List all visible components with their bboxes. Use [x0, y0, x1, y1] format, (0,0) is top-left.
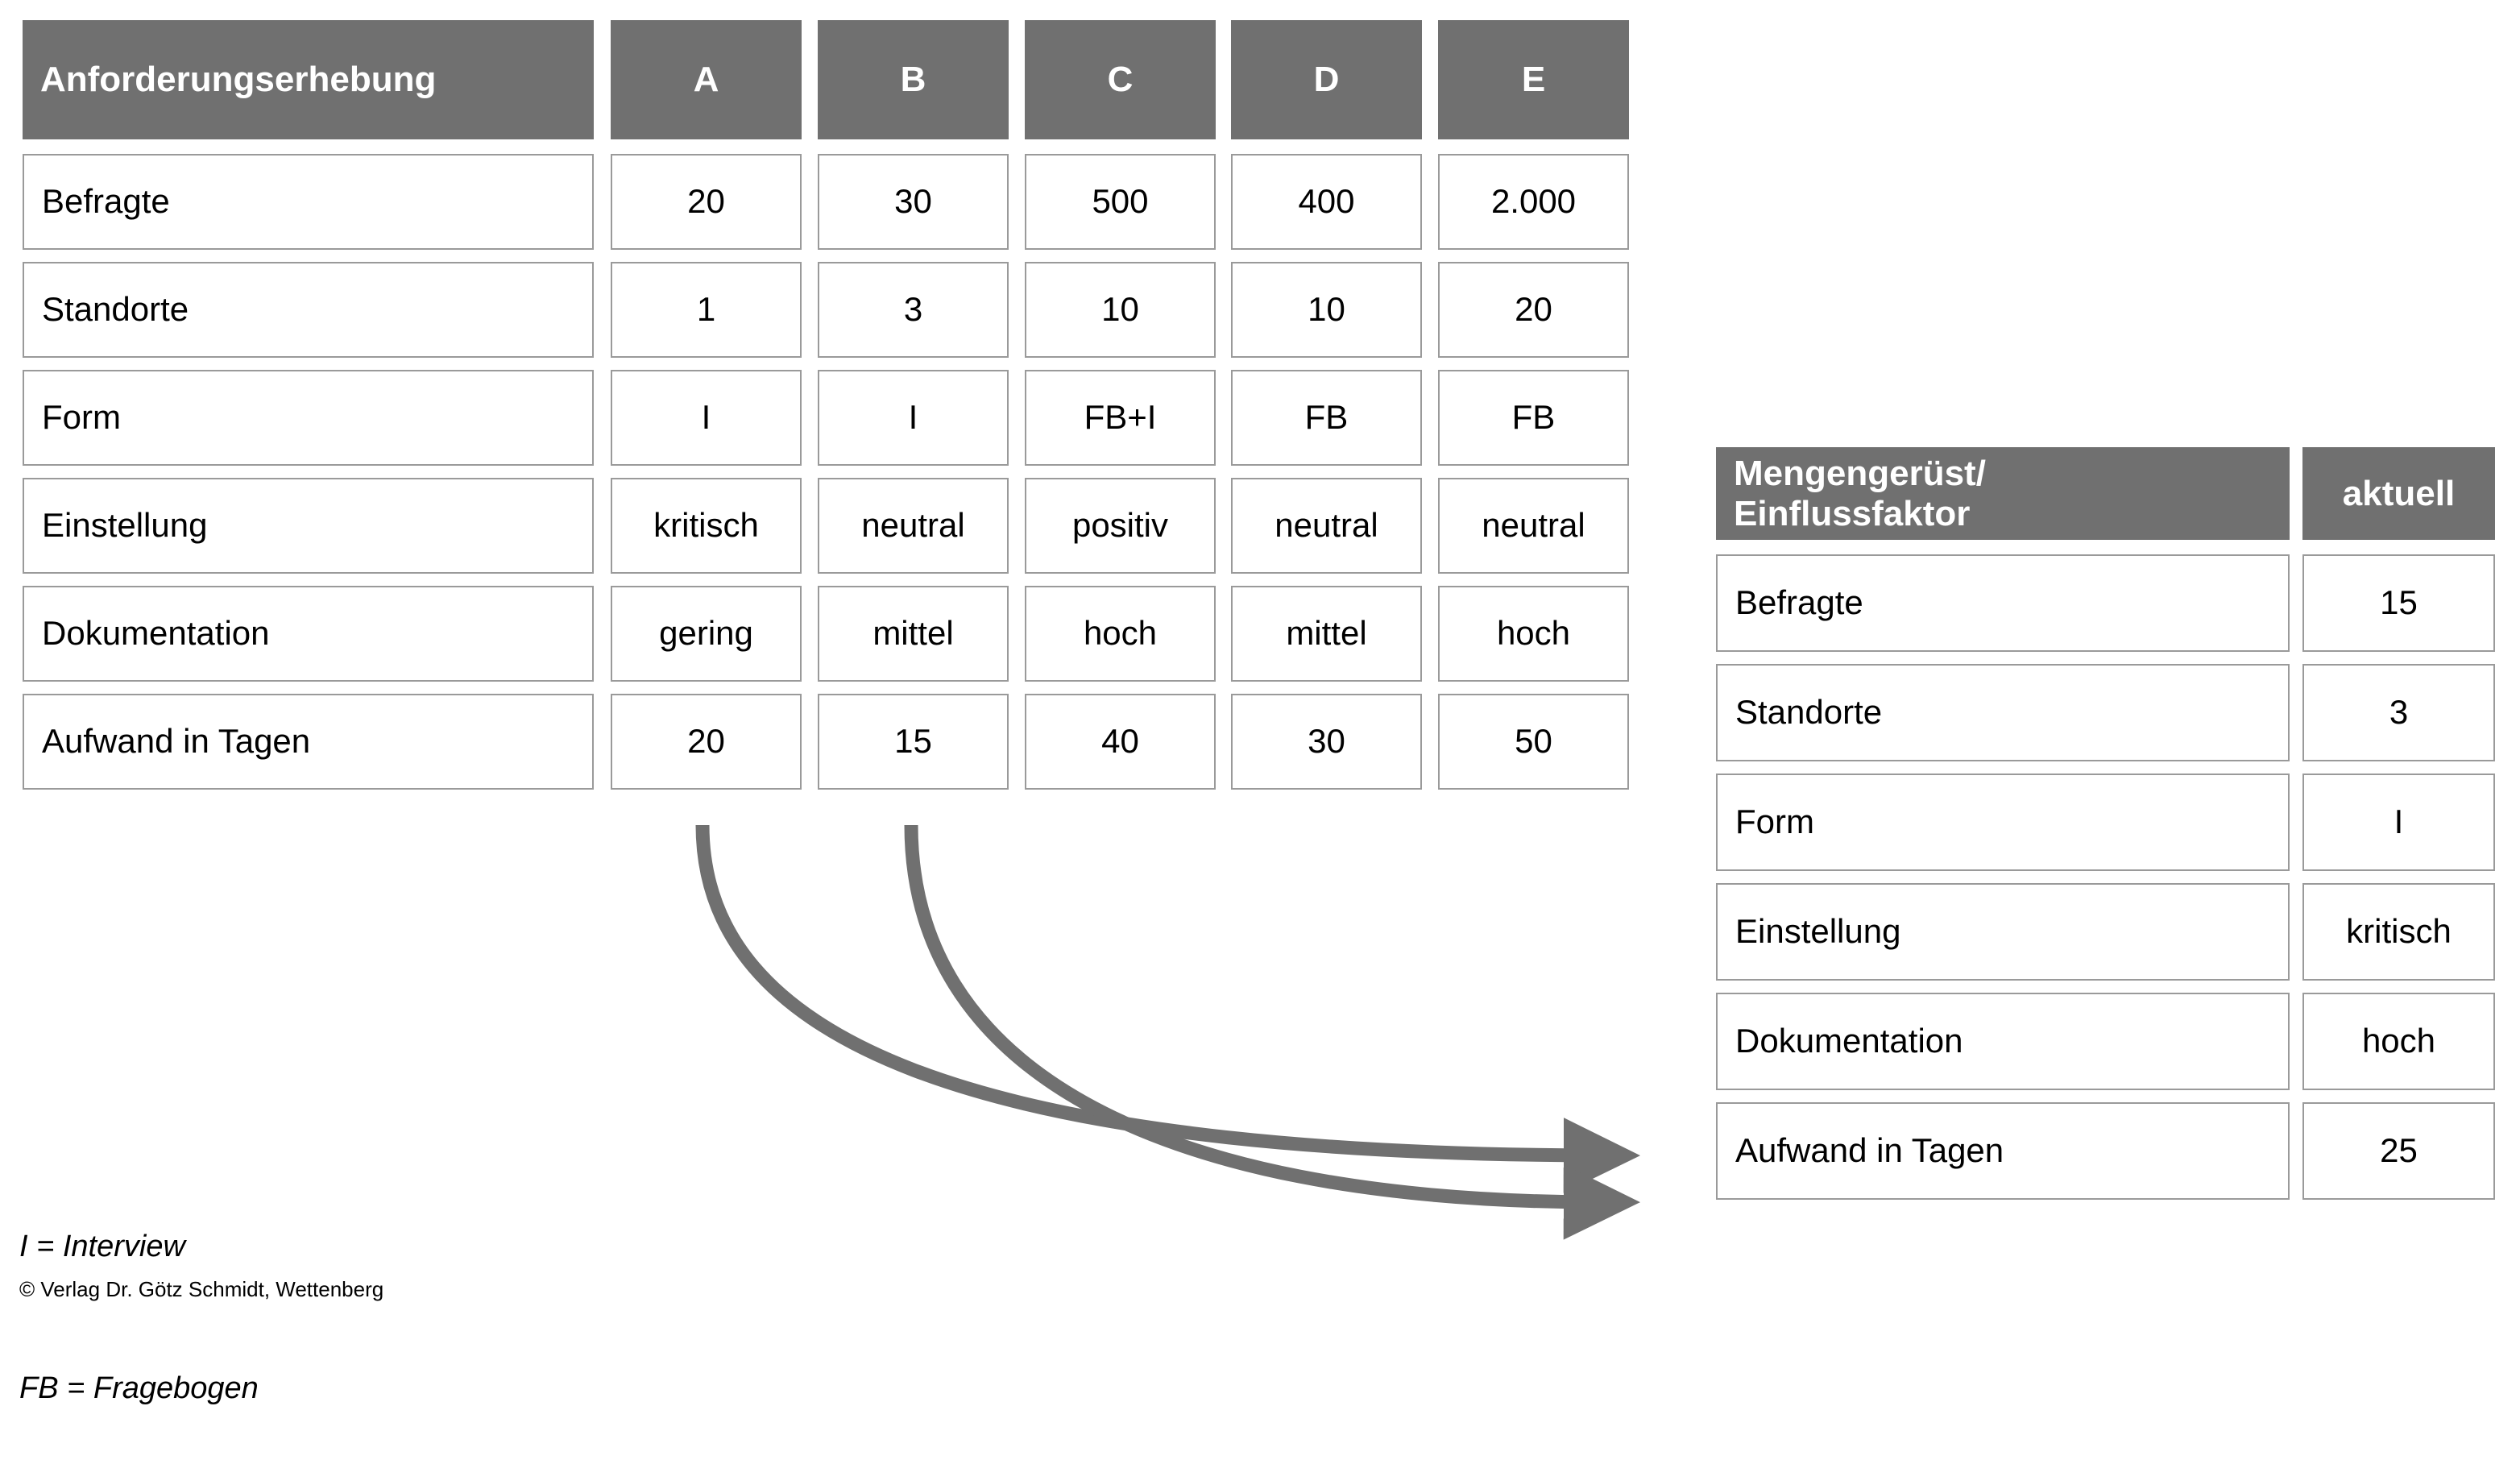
left-table-row-label: Form	[23, 370, 594, 466]
right-table-row-label: Dokumentation	[1716, 993, 2290, 1090]
right-table-cell: I	[2302, 774, 2495, 871]
left-table-cell: I	[611, 370, 802, 466]
left-table-cell: mittel	[1231, 586, 1422, 682]
left-table-row-label: Standorte	[23, 262, 594, 358]
right-table-header-value-column: aktuell	[2302, 447, 2495, 540]
left-table-cell: 10	[1231, 262, 1422, 358]
right-table-header-line-1: Mengengerüst/	[1734, 454, 1986, 494]
left-table-cell: neutral	[1231, 478, 1422, 574]
right-table-row-label: Einstellung	[1716, 883, 2290, 981]
left-table-cell: hoch	[1025, 586, 1216, 682]
left-table-cell: 30	[818, 154, 1009, 250]
legend-line-interview: I = Interview	[19, 1229, 185, 1263]
arrow-from-column-b	[904, 824, 1640, 1240]
left-table-cell: neutral	[1438, 478, 1629, 574]
right-table-row-label: Aufwand in Tagen	[1716, 1102, 2290, 1200]
right-table-cell: hoch	[2302, 993, 2495, 1090]
left-table-cell: hoch	[1438, 586, 1629, 682]
left-table-header-col-c: C	[1025, 20, 1216, 139]
left-table-row-label: Befragte	[23, 154, 594, 250]
left-table-cell: 1	[611, 262, 802, 358]
right-table-cell: 25	[2302, 1102, 2495, 1200]
left-table-header-label: Anforderungserhebung	[23, 20, 594, 139]
left-table-cell: I	[818, 370, 1009, 466]
right-table-cell: 3	[2302, 664, 2495, 761]
right-table-row-label: Form	[1716, 774, 2290, 871]
left-table-header-col-b: B	[818, 20, 1009, 139]
left-table-cell: mittel	[818, 586, 1009, 682]
left-table-cell: 20	[611, 154, 802, 250]
left-table-cell: 2.000	[1438, 154, 1629, 250]
left-table-cell: neutral	[818, 478, 1009, 574]
copyright-notice: © Verlag Dr. Götz Schmidt, Wettenberg	[19, 1277, 384, 1301]
left-table-cell: FB	[1438, 370, 1629, 466]
right-table-cell: kritisch	[2302, 883, 2495, 981]
left-table-cell: FB	[1231, 370, 1422, 466]
left-table-cell: 15	[818, 694, 1009, 790]
left-table-cell: 3	[818, 262, 1009, 358]
left-table-cell: 500	[1025, 154, 1216, 250]
right-table-header-line-2: Einflussfaktor	[1734, 493, 1971, 533]
left-table-header-col-a: A	[611, 20, 802, 139]
left-table-cell: 50	[1438, 694, 1629, 790]
left-table-cell: kritisch	[611, 478, 802, 574]
right-table-header-label: Mengengerüst/Einflussfaktor	[1716, 447, 2290, 540]
left-table-cell: 20	[1438, 262, 1629, 358]
left-table-cell: 400	[1231, 154, 1422, 250]
left-table-cell: positiv	[1025, 478, 1216, 574]
left-table-cell: 30	[1231, 694, 1422, 790]
left-table-cell: 10	[1025, 262, 1216, 358]
left-table-row-label: Einstellung	[23, 478, 594, 574]
legend-line-fragebogen: FB = Fragebogen	[19, 1371, 259, 1406]
left-table-row-label: Dokumentation	[23, 586, 594, 682]
left-table-cell: 40	[1025, 694, 1216, 790]
right-table-row-label: Befragte	[1716, 554, 2290, 652]
left-table-header-col-d: D	[1231, 20, 1422, 139]
left-table-cell: 20	[611, 694, 802, 790]
left-table-header-col-e: E	[1438, 20, 1629, 139]
left-table-cell: gering	[611, 586, 802, 682]
left-table-row-label: Aufwand in Tagen	[23, 694, 594, 790]
left-table-cell: FB+I	[1025, 370, 1216, 466]
arrow-from-column-a	[695, 824, 1640, 1193]
right-table-row-label: Standorte	[1716, 664, 2290, 761]
right-table-cell: 15	[2302, 554, 2495, 652]
